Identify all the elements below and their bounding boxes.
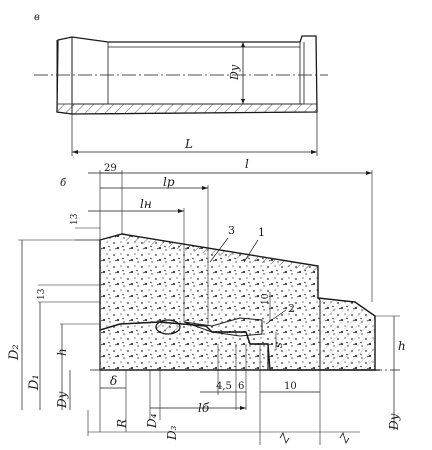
pipe-elevation-view: в Dу L <box>34 12 328 156</box>
figure-b-label: б <box>60 178 67 189</box>
dim-10-side: 10 <box>261 293 271 305</box>
dim-D1: D₁ <box>27 374 42 391</box>
sealing-gap <box>183 317 263 337</box>
joint-cross-section: б 29 l lр lн 13 <box>7 157 406 445</box>
callout-1: 1 <box>258 226 265 239</box>
figure-a-label: в <box>34 12 40 23</box>
dim-L: L <box>184 137 193 151</box>
dim-29: 29 <box>104 163 117 174</box>
dim-h-right: h <box>398 339 406 353</box>
dim-13-side: 13 <box>37 288 47 300</box>
dim-h-left: h <box>55 348 69 356</box>
dim-6: 6 <box>238 381 244 392</box>
spigot-end <box>316 297 376 371</box>
dim-D2: D₂ <box>7 344 22 361</box>
dim-s: s <box>272 342 285 348</box>
dim-delta: δ <box>110 374 117 388</box>
dim-Dy-pipe: Dу <box>228 64 241 81</box>
dim-Dy-right: Dу <box>387 413 401 431</box>
rubber-ring <box>155 319 181 335</box>
pipe-wall-section <box>56 103 318 115</box>
dim-13-top: 13 <box>70 213 80 225</box>
dim-R: R <box>115 419 129 429</box>
dim-Dy-left: Dу <box>55 391 69 409</box>
dim-D3: D₃ <box>165 425 179 441</box>
dim-lb: lб <box>198 401 210 415</box>
callout-2: 2 <box>288 302 295 315</box>
dim-lh: lн <box>140 197 152 211</box>
dim-lp: lр <box>163 175 175 189</box>
dim-l: l <box>245 157 249 171</box>
callout-3: 3 <box>228 224 235 237</box>
dim-4-5: 4,5 <box>216 381 232 392</box>
dim-D4: D₄ <box>145 413 159 429</box>
dim-10: 10 <box>284 381 297 392</box>
